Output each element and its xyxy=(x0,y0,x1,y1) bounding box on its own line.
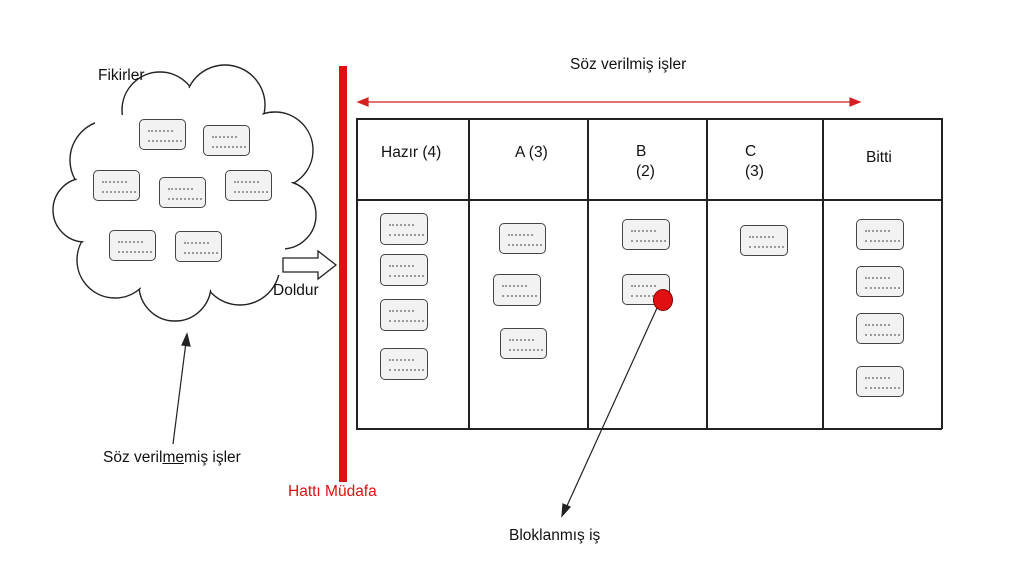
board-top-border xyxy=(356,118,942,120)
task-card-done xyxy=(856,313,904,344)
task-card-ready xyxy=(380,299,428,331)
commitment-line-label: Hattı Müdafa xyxy=(288,483,377,500)
task-card-b xyxy=(622,219,670,250)
board-bottom-border xyxy=(356,428,942,430)
column-header-ready: Hazır (4) xyxy=(381,144,442,161)
commitment-line xyxy=(339,66,347,482)
uncommitted-label-end: miş işler xyxy=(183,449,241,466)
blocked-label: Bloklanmış iş xyxy=(509,527,601,544)
column-divider xyxy=(468,118,470,429)
idea-card xyxy=(93,170,140,201)
committed-span-arrow xyxy=(356,97,862,107)
board-left-border xyxy=(356,118,358,429)
column-divider xyxy=(822,118,824,429)
task-card-c xyxy=(740,225,788,256)
pull-arrow xyxy=(282,249,338,281)
column-header-b: B(2) xyxy=(636,143,655,180)
task-card-done xyxy=(856,366,904,397)
board-header-divider xyxy=(356,199,942,201)
committed-label: Söz verilmiş işler xyxy=(570,56,687,73)
board-right-border xyxy=(941,118,943,429)
idea-card xyxy=(139,119,186,150)
column-header-done: Bitti xyxy=(866,149,892,166)
idea-card xyxy=(109,230,156,261)
column-header-c: C(3) xyxy=(745,143,764,180)
ideas-label: Fikirler xyxy=(98,67,145,84)
uncommitted-label-start: Söz veril xyxy=(103,449,163,466)
idea-card xyxy=(225,170,272,201)
uncommitted-label-emphasis: me xyxy=(162,449,184,466)
column-divider xyxy=(587,118,589,429)
column-header-a: A (3) xyxy=(515,144,548,161)
idea-card xyxy=(159,177,206,208)
uncommitted-pointer-arrow xyxy=(172,332,191,445)
task-card-a xyxy=(499,223,546,254)
blocked-marker xyxy=(653,289,673,311)
task-card-ready xyxy=(380,348,428,380)
idea-card xyxy=(175,231,222,262)
pull-label: Doldur xyxy=(273,282,319,299)
task-card-ready xyxy=(380,254,428,286)
task-card-ready xyxy=(380,213,428,245)
blocked-pointer-arrow xyxy=(561,307,658,518)
column-divider xyxy=(706,118,708,429)
task-card-a xyxy=(500,328,547,359)
task-card-done xyxy=(856,266,904,297)
task-card-done xyxy=(856,219,904,250)
uncommitted-label: Söz verilmemiş işler xyxy=(103,449,241,467)
task-card-a xyxy=(493,274,541,306)
idea-card xyxy=(203,125,250,156)
